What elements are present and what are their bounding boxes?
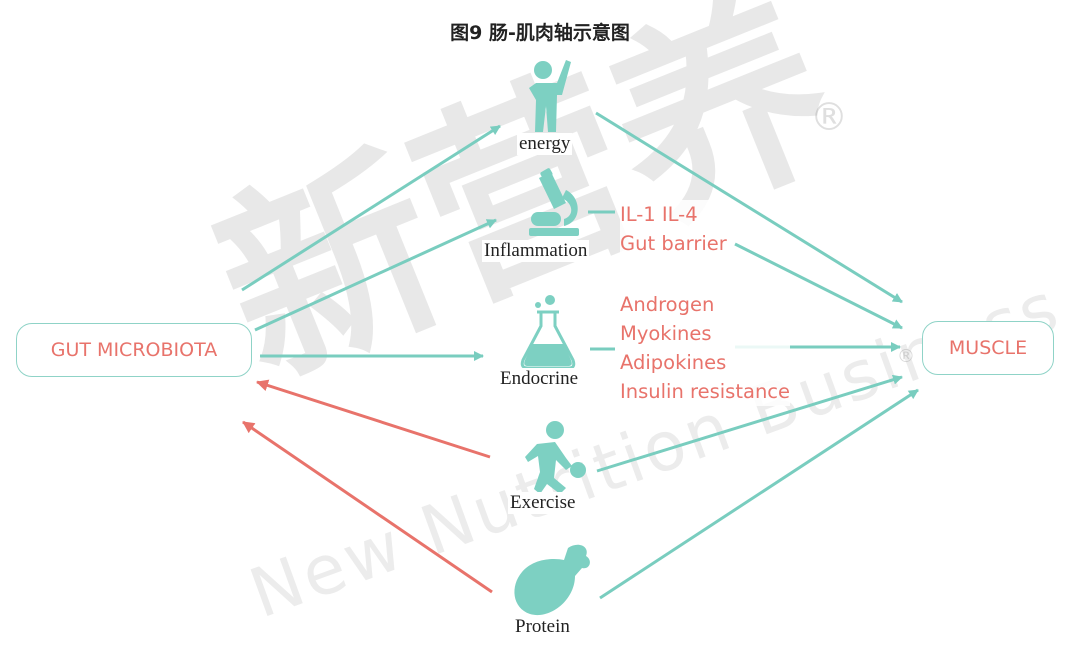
factor-item: IL-1 IL-4	[620, 203, 698, 226]
person-cheering-icon	[529, 60, 571, 132]
drumstick-icon	[514, 544, 590, 616]
microscope-icon	[529, 168, 579, 236]
factor-item: Androgen	[620, 293, 715, 316]
endocrine-label: Endocrine	[498, 368, 581, 390]
muscle-box: MUSCLE	[922, 321, 1054, 375]
inflammation-label: Inflammation	[482, 240, 590, 262]
factor-item: Adipokines	[620, 351, 727, 374]
factor-item: Insulin resistance	[620, 380, 791, 403]
diagram-title: 图9 肠-肌肉轴示意图	[450, 22, 630, 44]
factor-item: Myokines	[620, 322, 712, 345]
arrow-energy-to-muscle	[595, 111, 903, 304]
arrow-inflammation-to-muscle	[734, 242, 903, 330]
muscle-label: MUSCLE	[948, 337, 1028, 359]
arrow-gut-to-energy	[241, 124, 501, 292]
arrow-exercise-to-muscle	[596, 374, 903, 473]
protein-label: Protein	[513, 616, 572, 638]
inflammation-factors: IL-1 IL-4 Gut barrier	[620, 200, 727, 258]
arrow-protein-to-gut	[242, 420, 493, 594]
endocrine-factors: Androgen Myokines Adipokines Insulin res…	[620, 290, 791, 406]
arrow-protein-to-muscle	[599, 388, 919, 600]
arrow-exercise-to-gut	[256, 379, 491, 459]
flask-icon	[520, 295, 576, 370]
gut-microbiota-label: GUT MICROBIOTA	[50, 339, 218, 361]
exercise-label: Exercise	[508, 492, 578, 514]
arrow-gut-to-inflammation	[254, 218, 497, 332]
soccer-player-icon	[525, 421, 586, 494]
energy-label: energy	[517, 133, 573, 155]
factor-item: Gut barrier	[620, 232, 727, 255]
gut-microbiota-box: GUT MICROBIOTA	[16, 323, 252, 377]
